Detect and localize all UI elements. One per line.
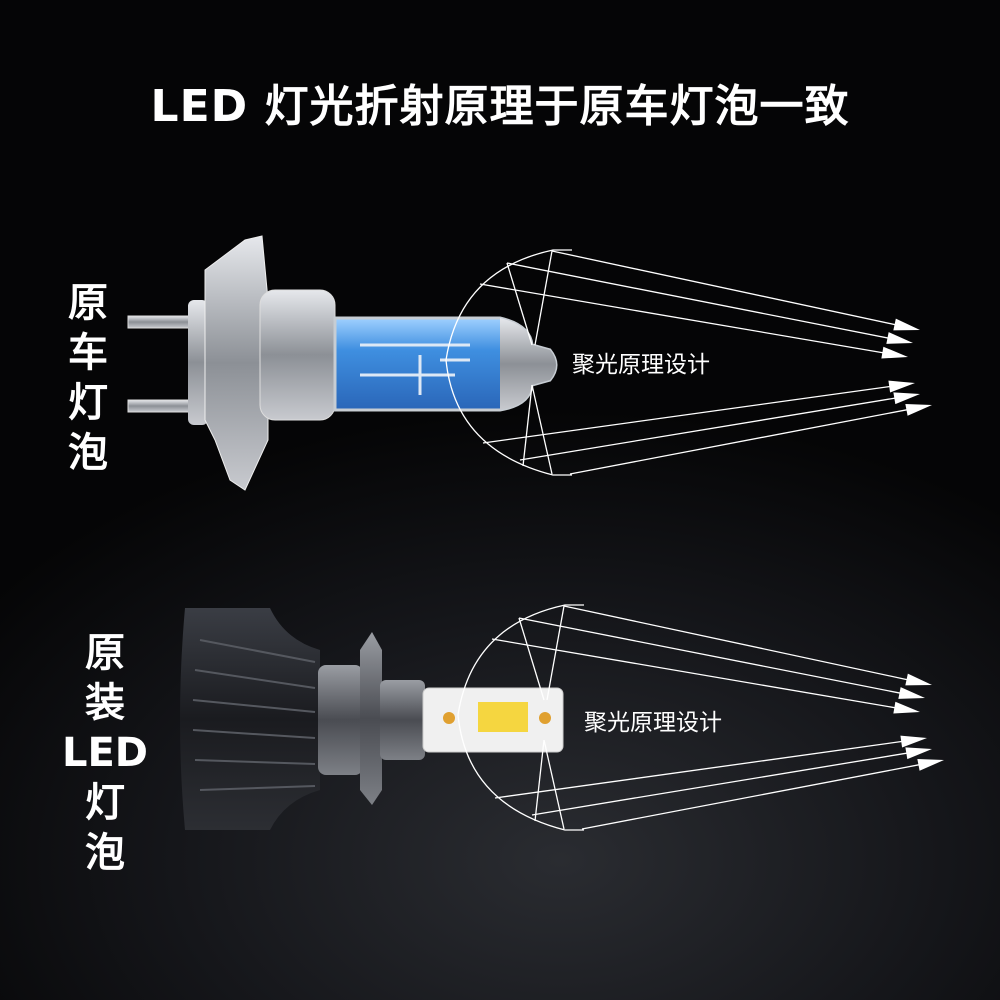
light-ray: [569, 408, 913, 475]
light-ray: [479, 283, 889, 355]
page-title: LED 灯光折射原理于原车灯泡一致: [150, 81, 850, 132]
reflector-arc: [457, 604, 584, 831]
halogen-bulb: [127, 235, 558, 491]
label-char: 车: [68, 330, 108, 376]
reflection-line: [543, 739, 565, 830]
arrowhead-icon: [886, 332, 913, 344]
reflection-line: [518, 617, 545, 701]
light-ray: [494, 740, 908, 799]
label-char: 泡: [68, 430, 108, 476]
reflection-line: [531, 384, 553, 475]
label-char: 原: [68, 280, 108, 326]
arrowhead-icon: [898, 687, 925, 699]
led-light-rays: [457, 604, 944, 831]
led-label: 原 装 LED 灯 泡: [60, 628, 150, 878]
label-char: 原: [85, 630, 125, 676]
light-ray: [518, 617, 906, 695]
halogen-light-rays: [445, 249, 932, 476]
halogen-label: 原 车 灯 泡: [48, 278, 128, 478]
label-char: LED: [61, 730, 148, 776]
led-caption: 聚光原理设计: [584, 710, 722, 736]
arrowhead-icon: [893, 701, 920, 714]
reflector-arc: [445, 249, 572, 476]
arrowhead-icon: [905, 403, 932, 416]
arrowhead-icon: [893, 318, 920, 331]
reflection-line: [506, 262, 533, 346]
arrowhead-icon: [888, 380, 915, 393]
arrowhead-icon: [900, 735, 927, 748]
reflection-line: [522, 384, 533, 467]
light-ray: [563, 605, 913, 682]
reflection-line: [534, 250, 553, 346]
label-char: 灯: [68, 380, 108, 426]
led-bulb: [180, 608, 564, 830]
light-ray: [581, 763, 925, 830]
led-chip: [478, 702, 528, 732]
light-ray: [519, 396, 901, 461]
light-ray: [482, 385, 896, 444]
arrowhead-icon: [905, 747, 932, 760]
light-ray: [531, 751, 913, 816]
light-ray: [491, 638, 901, 710]
arrowhead-icon: [917, 758, 944, 771]
reflection-line: [534, 739, 545, 822]
label-char: 灯: [85, 780, 125, 826]
label-char: 泡: [85, 830, 125, 876]
halogen-caption: 聚光原理设计: [572, 352, 710, 378]
arrowhead-icon: [893, 392, 920, 405]
light-ray: [551, 250, 901, 327]
arrowhead-icon: [881, 346, 908, 359]
arrowhead-icon: [905, 673, 932, 686]
label-char: 装: [85, 680, 125, 726]
reflection-line: [546, 605, 565, 701]
light-ray: [506, 262, 894, 340]
